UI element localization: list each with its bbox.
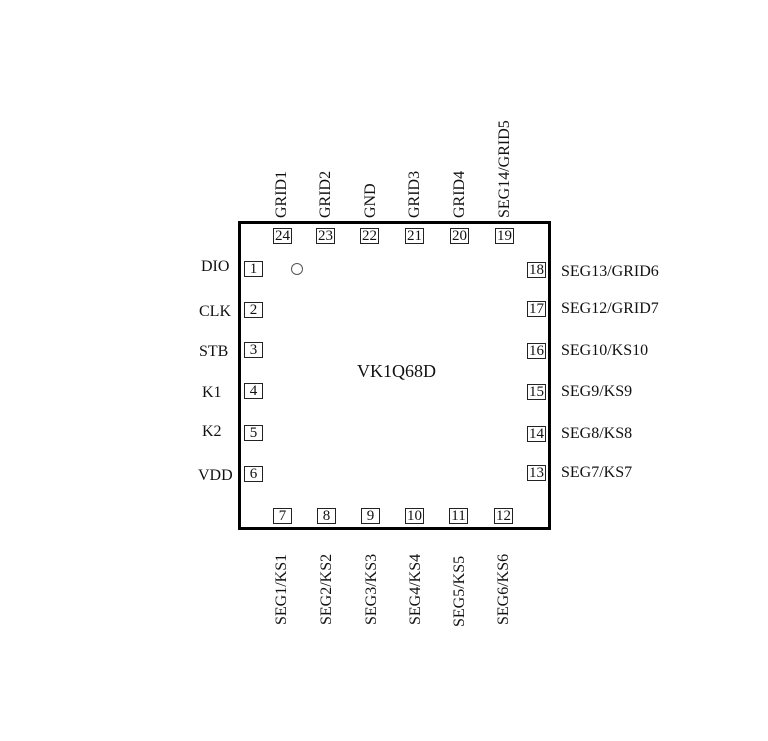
pin-label-seg10-ks10: SEG10/KS10 <box>561 342 649 359</box>
chip-part-number: VK1Q68D <box>357 361 436 381</box>
pin-number-13: 13 <box>527 465 546 481</box>
pin-number-17: 17 <box>527 301 546 317</box>
pin-number-20: 20 <box>450 228 469 244</box>
pin-number-3: 3 <box>244 342 263 358</box>
pin-number-23: 23 <box>316 228 335 244</box>
pin-number-8: 8 <box>317 508 336 524</box>
pin-number-15: 15 <box>527 384 546 400</box>
pin-number-14: 14 <box>527 426 546 442</box>
pin-label-seg1-ks1: SEG1/KS1 <box>273 553 290 625</box>
pin-number-19: 19 <box>495 228 514 244</box>
pin-label-gnd: GND <box>362 183 379 218</box>
pin-label-seg13-grid6: SEG13/GRID6 <box>561 263 659 280</box>
pin-label-k1: K1 <box>202 384 222 401</box>
pin-label-seg5-ks5: SEG5/KS5 <box>451 555 468 627</box>
pin-label-grid2: GRID2 <box>317 170 334 218</box>
pin-label-seg14-grid5: SEG14/GRID5 <box>496 120 513 218</box>
pin-number-6: 6 <box>244 466 263 482</box>
pin-label-seg4-ks4: SEG4/KS4 <box>407 553 424 625</box>
pin-number-9: 9 <box>361 508 380 524</box>
pin-label-dio: DIO <box>201 258 230 275</box>
pin-label-seg3-ks3: SEG3/KS3 <box>363 553 380 625</box>
pin1-circle-marker-icon <box>291 263 303 275</box>
pin-number-11: 11 <box>449 508 468 524</box>
pin-label-seg8-ks8: SEG8/KS8 <box>561 425 633 442</box>
pin-number-12: 12 <box>494 508 513 524</box>
pin-label-seg7-ks7: SEG7/KS7 <box>561 464 633 481</box>
pin-number-7: 7 <box>273 508 292 524</box>
pin-number-1: 1 <box>244 261 263 277</box>
pin-label-grid3: GRID3 <box>406 170 423 218</box>
pin-label-seg9-ks9: SEG9/KS9 <box>561 383 633 400</box>
pin-number-4: 4 <box>244 383 263 399</box>
pin-number-5: 5 <box>244 425 263 441</box>
pin-number-10: 10 <box>405 508 424 524</box>
pin-label-seg12-grid7: SEG12/GRID7 <box>561 300 659 317</box>
pin-label-vdd: VDD <box>198 467 233 484</box>
pin-label-seg2-ks2: SEG2/KS2 <box>318 553 335 625</box>
pin-number-2: 2 <box>244 302 263 318</box>
pin-number-21: 21 <box>405 228 424 244</box>
pin-number-16: 16 <box>527 343 546 359</box>
pin-label-stb: STB <box>199 343 229 360</box>
pin-number-18: 18 <box>527 262 546 278</box>
pin-label-grid4: GRID4 <box>451 170 468 218</box>
pin-number-22: 22 <box>360 228 379 244</box>
pin-label-clk: CLK <box>199 303 231 320</box>
pin-label-grid1: GRID1 <box>273 170 290 218</box>
chip-outline <box>238 221 551 530</box>
pin-number-24: 24 <box>273 228 292 244</box>
pin-label-seg6-ks6: SEG6/KS6 <box>495 553 512 625</box>
pin-label-k2: K2 <box>202 423 222 440</box>
